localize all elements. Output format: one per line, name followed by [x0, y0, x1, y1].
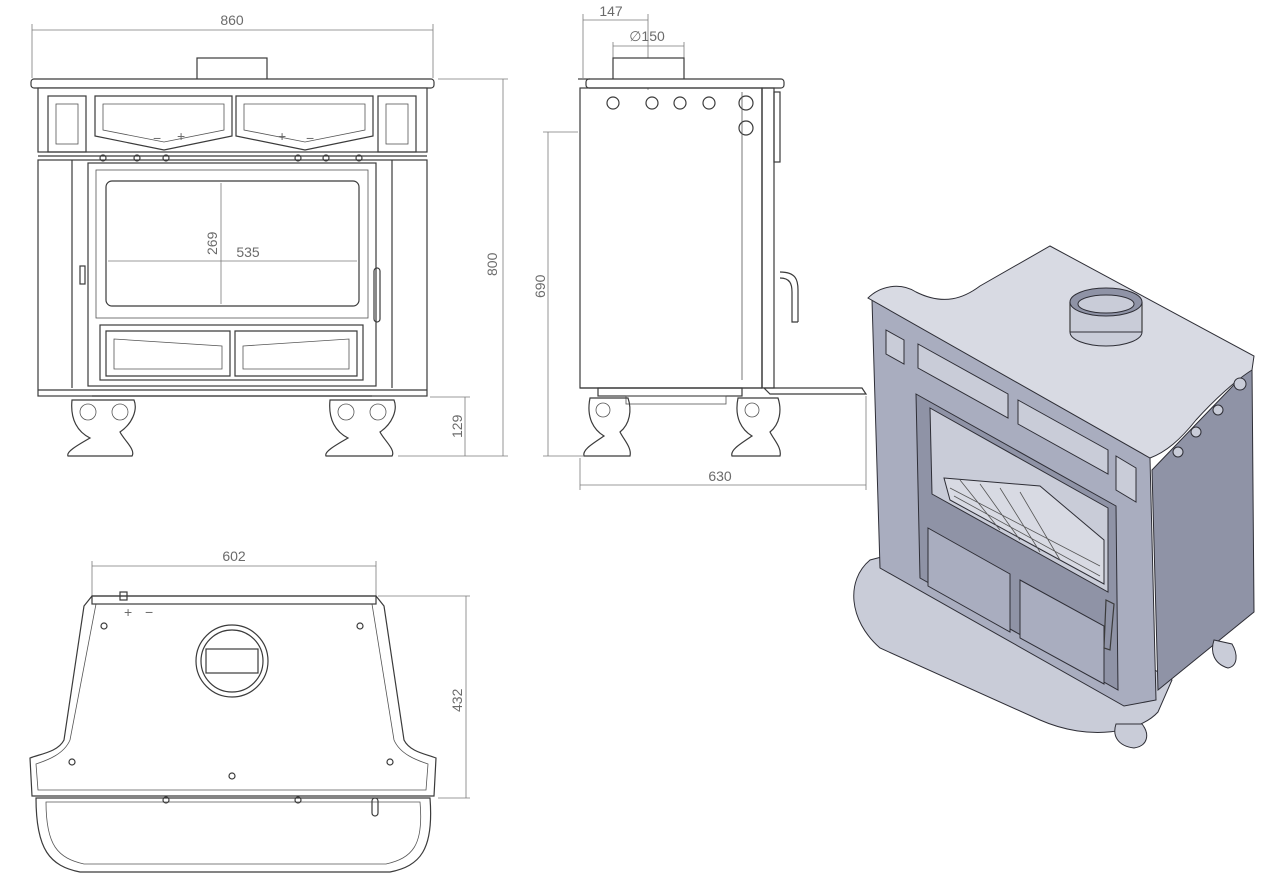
side-leg-front	[583, 397, 631, 457]
top-plate-front	[30, 78, 435, 89]
hearth-plate-side	[762, 387, 868, 395]
lower-panel-left	[105, 330, 231, 377]
front-leg-left	[67, 399, 136, 457]
top-view: 602 + − 432	[29, 548, 470, 873]
lower-panel-right	[234, 330, 358, 377]
firebox-door	[87, 162, 377, 387]
flue-collar-side	[612, 57, 685, 81]
flue-outlet-top	[195, 624, 269, 698]
dim-flue-diameter: ∅150	[629, 28, 665, 44]
iso-leg-front	[1114, 723, 1148, 749]
side-vent-hole	[606, 96, 620, 110]
frieze-panel-left	[94, 95, 233, 151]
air-control-knob	[99, 154, 107, 162]
iso-door-handle	[1103, 599, 1115, 651]
marking-right-plus: +	[278, 128, 286, 144]
dim-top-depth: 432	[449, 688, 465, 712]
marking-left-plus: +	[177, 128, 185, 144]
marking-left-minus: −	[153, 130, 161, 146]
iso-top-plate	[867, 245, 1255, 459]
side-body	[579, 87, 763, 389]
marking-right-minus: −	[306, 130, 314, 146]
front-leg-right	[325, 399, 396, 457]
top-bolt-hole	[100, 622, 108, 630]
frieze-panel-right	[235, 95, 374, 151]
dim-window-width: 535	[236, 244, 260, 260]
front-view: 860 − + + − 26	[30, 12, 508, 457]
side-view: 147 ∅150	[532, 3, 868, 490]
dim-flue-offset: 147	[599, 3, 623, 19]
hearth-top-view	[35, 797, 432, 873]
iso-leg-rear	[1212, 639, 1237, 669]
dim-top-width: 602	[222, 548, 246, 564]
dim-window-height: 269	[204, 231, 220, 255]
top-marking-minus: −	[145, 604, 153, 620]
door-handle	[373, 267, 381, 323]
dim-front-height: 800	[484, 252, 500, 276]
dim-body-height: 690	[532, 274, 548, 298]
dim-leg-height: 129	[449, 414, 465, 438]
top-plate-outline	[29, 595, 437, 797]
isometric-render	[853, 245, 1255, 749]
side-door-handle	[779, 271, 799, 322]
top-marking-plus: +	[124, 604, 132, 620]
dim-front-width: 860	[220, 12, 244, 28]
flue-collar-front	[196, 57, 268, 81]
side-leg-rear	[731, 397, 781, 457]
dim-side-depth: 630	[708, 468, 732, 484]
iso-grate	[943, 477, 1105, 585]
door-glass	[105, 180, 360, 307]
